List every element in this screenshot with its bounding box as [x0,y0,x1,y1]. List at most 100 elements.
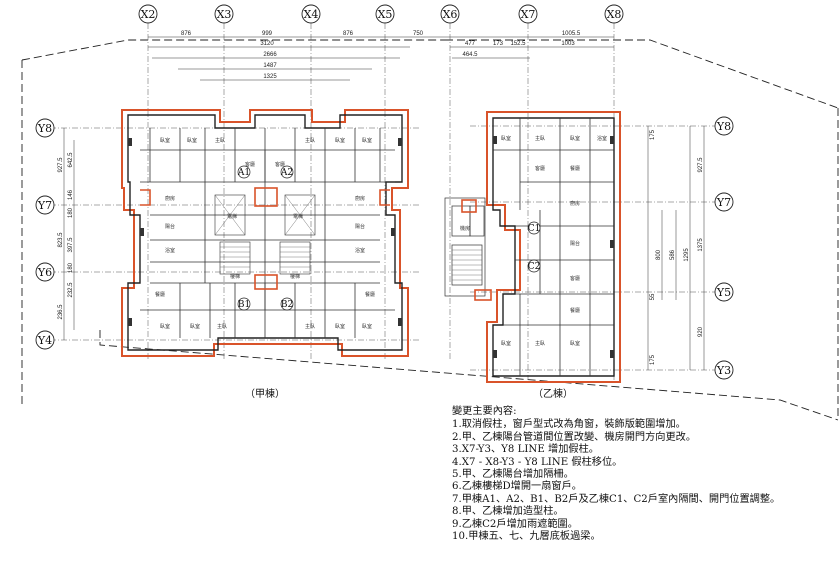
grid-bubble-y8-right: Y8 [714,116,734,136]
grid-lines [50,23,718,380]
svg-text:800: 800 [656,249,662,260]
svg-text:876: 876 [343,31,354,37]
svg-text:2666: 2666 [263,52,277,58]
svg-text:876: 876 [181,31,192,37]
svg-text:X6: X6 [443,8,458,21]
svg-text:主臥: 主臥 [535,135,545,142]
svg-text:232.5: 232.5 [68,282,74,298]
svg-text:客廳: 客廳 [275,161,285,168]
left-dimension-labels: 927.5 642.5 146 180 823.5 397.5 180 232.… [58,152,74,320]
site-boundary [21,39,839,421]
top-dimension-labels: 876 999 876 750 1005.5 3120 477 173 152.… [181,31,581,80]
building-b-revision-cloud [486,111,621,383]
building-b-plan: C1 C2 臥室 主臥 臥室 浴室 客廳 餐廳 廚房 陽台 客廳 餐廳 主臥 臥… [444,111,621,400]
grid-bubble-x3: X3 [214,4,234,24]
notes-title: 變更主要內容: [452,406,517,417]
svg-text:55: 55 [650,293,656,300]
svg-text:X8: X8 [607,8,622,21]
svg-text:927.5: 927.5 [698,157,704,173]
svg-text:浴室: 浴室 [165,247,175,254]
svg-text:1375: 1375 [698,238,704,252]
note-item: 2.甲、乙棟陽台管道間位置改變、機房開門方向更改。 [452,431,697,443]
svg-text:1005.5: 1005.5 [562,31,581,37]
svg-text:Y5: Y5 [716,286,731,299]
svg-text:Y3: Y3 [716,364,731,377]
svg-text:A2: A2 [280,168,293,178]
svg-text:X5: X5 [378,8,393,21]
svg-text:B2: B2 [281,300,293,310]
svg-text:3120: 3120 [260,41,274,47]
svg-text:餐廳: 餐廳 [155,291,165,298]
svg-text:146: 146 [68,189,74,200]
svg-text:樓梯: 樓梯 [290,273,300,280]
grid-bubble-x2: X2 [138,4,158,24]
svg-text:臥室: 臥室 [160,137,170,144]
svg-text:客廳: 客廳 [245,161,255,168]
note-item: 10.甲棟五、七、九層底板過梁。 [452,531,601,543]
change-notes: 變更主要內容: 1.取消假柱，窗戶型式改為角窗，裝飾版範圍增加。 2.甲、乙棟陽… [452,406,838,543]
svg-text:750: 750 [413,31,424,37]
building-a-caption: （甲棟） [245,387,285,400]
left-dimensions [63,128,75,340]
svg-text:1003: 1003 [561,41,575,47]
grid-bubble-y7-right: Y7 [714,192,734,212]
svg-text:陽台: 陽台 [570,240,580,247]
grid-bubble-x8: X8 [604,4,624,24]
svg-text:Y4: Y4 [37,334,52,347]
right-dimensions [647,126,705,370]
svg-text:1295: 1295 [684,248,690,262]
svg-text:樓梯: 樓梯 [230,273,240,280]
building-a-room-labels: 臥室 臥室 主臥 客廳 主臥 臥室 臥室 客廳 廚房 廚房 陽台 陽台 浴室 浴… [155,137,375,330]
svg-text:X7: X7 [521,8,536,21]
grid-bubble-y3-right: Y3 [714,360,734,380]
svg-text:廚房: 廚房 [355,195,365,202]
svg-text:C1: C1 [528,224,541,234]
note-item: 4.X7 - X8-Y3 - Y8 LINE 假柱移位。 [452,456,623,468]
note-item: 5.甲、乙棟陽台增加隔柵。 [452,469,574,481]
svg-text:175: 175 [650,129,656,140]
svg-text:1325: 1325 [263,74,277,80]
grid-axis-left: Y8 Y7 Y6 Y4 [35,118,55,350]
building-a-revision-cloud [121,109,409,357]
svg-text:浴室: 浴室 [355,247,365,254]
svg-text:臥室: 臥室 [335,137,345,144]
svg-text:152.5: 152.5 [510,41,526,47]
svg-text:廚房: 廚房 [570,200,580,207]
grid-bubble-x6: X6 [440,4,460,24]
grid-bubble-y6-left: Y6 [35,262,55,282]
unit-marker-c2: C2 [527,259,541,273]
svg-text:機房: 機房 [460,225,470,232]
svg-text:397.5: 397.5 [68,237,74,253]
grid-bubble-x4: X4 [301,4,321,24]
svg-text:臥室: 臥室 [335,323,345,330]
svg-text:臥室: 臥室 [362,323,372,330]
unit-marker-b1: B1 [237,297,251,311]
svg-text:Y8: Y8 [37,122,52,135]
svg-text:642.5: 642.5 [68,152,74,168]
svg-text:173: 173 [493,41,504,47]
svg-text:臥室: 臥室 [160,323,170,330]
grid-bubble-y7-left: Y7 [35,195,55,215]
svg-text:主臥: 主臥 [535,340,545,347]
svg-text:927.5: 927.5 [58,157,64,173]
svg-text:823.5: 823.5 [58,232,64,248]
note-item: 7.甲棟A1、A2、B1、B2戶及乙棟C1、C2戶室內隔間、開門位置調整。 [452,493,781,505]
svg-text:B1: B1 [238,300,250,310]
building-b-caption: （乙棟） [533,387,573,400]
svg-text:主臥: 主臥 [217,323,227,330]
svg-text:A1: A1 [237,168,250,178]
svg-text:主臥: 主臥 [305,323,315,330]
svg-text:主臥: 主臥 [215,137,225,144]
svg-text:999: 999 [262,31,273,37]
grid-bubble-y4-left: Y4 [35,330,55,350]
svg-text:餐廳: 餐廳 [570,307,580,314]
svg-text:陽台: 陽台 [355,223,365,230]
svg-text:餐廳: 餐廳 [570,165,580,172]
svg-text:臥室: 臥室 [190,323,200,330]
svg-text:客廳: 客廳 [535,165,545,172]
note-item: 6.乙棟樓梯D增開一扇窗戶。 [452,481,582,493]
note-item: 3.X7-Y3、Y8 LINE 增加假柱。 [452,444,599,456]
svg-text:920: 920 [698,326,704,337]
svg-text:臥室: 臥室 [187,137,197,144]
svg-text:X2: X2 [141,8,156,21]
